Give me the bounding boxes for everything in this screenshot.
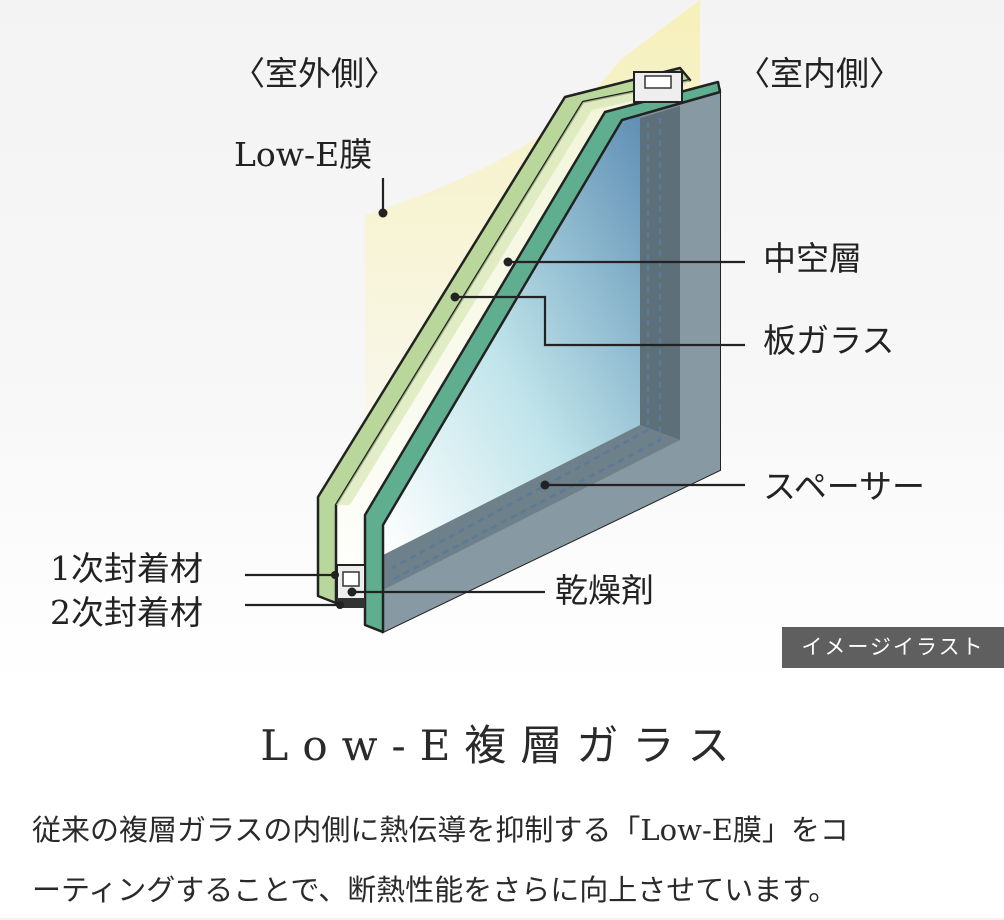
dot-secondary — [336, 601, 344, 609]
dot-spacer — [540, 480, 550, 490]
double-glazing-illustration — [245, 0, 745, 634]
dot-primary — [331, 571, 339, 579]
dot-low-e — [378, 208, 388, 218]
description: 従来の複層ガラスの内側に熱伝導を抑制する「Low-E膜」をコ ーティングすること… — [32, 800, 992, 920]
description-line-1: 従来の複層ガラスの内側に熱伝導を抑制する「Low-E膜」をコ — [32, 813, 849, 847]
label-secondary-sealant: 2次封着材 — [50, 593, 203, 632]
label-spacer: スペーサー — [763, 467, 926, 506]
page-title: Low-E複層ガラス — [260, 721, 744, 770]
dot-hollow — [503, 257, 513, 267]
description-line-2: ーティングすることで、断熱性能をさらに向上させています。 — [32, 873, 838, 907]
spacer-top — [633, 71, 683, 103]
label-desiccant: 乾燥剤 — [555, 571, 654, 610]
glass-view — [383, 115, 640, 555]
leader-lines — [245, 178, 745, 607]
label-outdoor: 〈室外側〉 — [232, 54, 397, 93]
image-illustration-badge: イメージイラスト — [782, 627, 1004, 668]
label-low-e-film: Low-E膜 — [234, 135, 373, 174]
spacer-line — [391, 122, 650, 570]
spacer-bottom — [336, 564, 366, 608]
dot-glass — [450, 292, 460, 302]
label-indoor: 〈室内側〉 — [737, 54, 902, 93]
dot-desiccant — [347, 587, 357, 597]
label-primary-sealant: 1次封着材 — [50, 549, 203, 588]
label-sheet-glass: 板ガラス — [763, 321, 895, 360]
label-hollow-layer: 中空層 — [763, 239, 862, 278]
